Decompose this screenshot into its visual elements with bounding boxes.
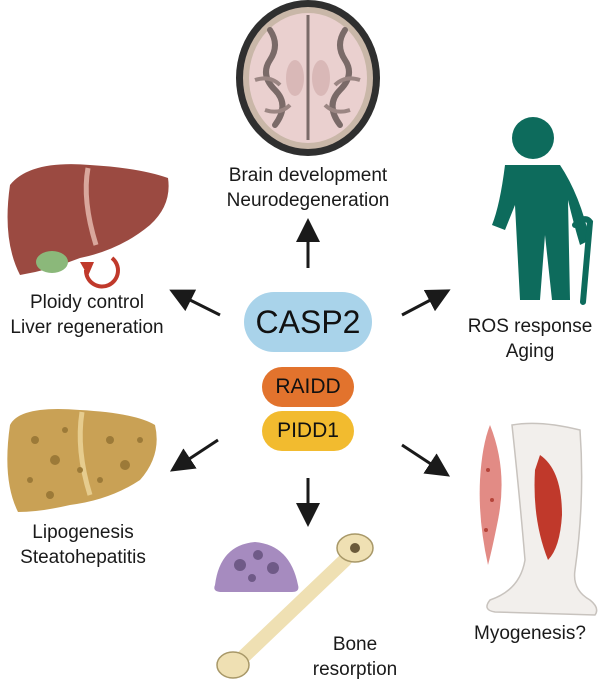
arrows [169,218,451,527]
pidd1-pill: PIDD1 [262,411,354,451]
elderly-person-icon [492,117,594,305]
bone-label-line1: Bone [332,634,378,655]
brain-label-line1: Brain development [228,165,388,186]
muscle-label-line1: Myogenesis? [474,623,586,644]
brain-label: Brain development Neurodegeneration [215,163,401,213]
arrow-to-aging [401,289,451,317]
regeneration-arrow-icon [80,256,120,289]
muscle-label: Myogenesis? [466,621,594,646]
bone-icon [216,533,374,679]
aging-label-line1: ROS response [467,316,593,337]
arrow-to-liver [169,289,221,317]
osteoclast-icon [214,542,299,592]
fatty-liver-icon [7,409,157,512]
liver-regen-label: Ploidy control Liver regeneration [4,290,170,340]
liver-regen-line1: Ploidy control [29,292,145,313]
liver-regen-line2: Liver regeneration [10,317,164,338]
lipid-label-line1: Lipogenesis [32,522,134,543]
bone-label-line2: resorption [312,659,398,680]
brain-icon [236,0,380,156]
brain-label-line2: Neurodegeneration [226,190,390,211]
muscle-fiber-icon [479,425,502,565]
leg-muscle-icon [486,422,598,616]
lipid-label-line2: Steatohepatitis [20,547,146,568]
aging-label-line2: Aging [505,341,555,362]
lipid-label: Lipogenesis Steatohepatitis [8,520,158,570]
arrow-to-lipogenesis [169,438,219,472]
bone-label: Bone resorption [305,632,405,682]
aging-label: ROS response Aging [462,314,598,364]
raidd-pill: RAIDD [262,367,354,407]
liver-icon [7,164,169,275]
arrow-to-muscle [401,443,451,477]
casp2-pill: CASP2 [244,292,372,352]
